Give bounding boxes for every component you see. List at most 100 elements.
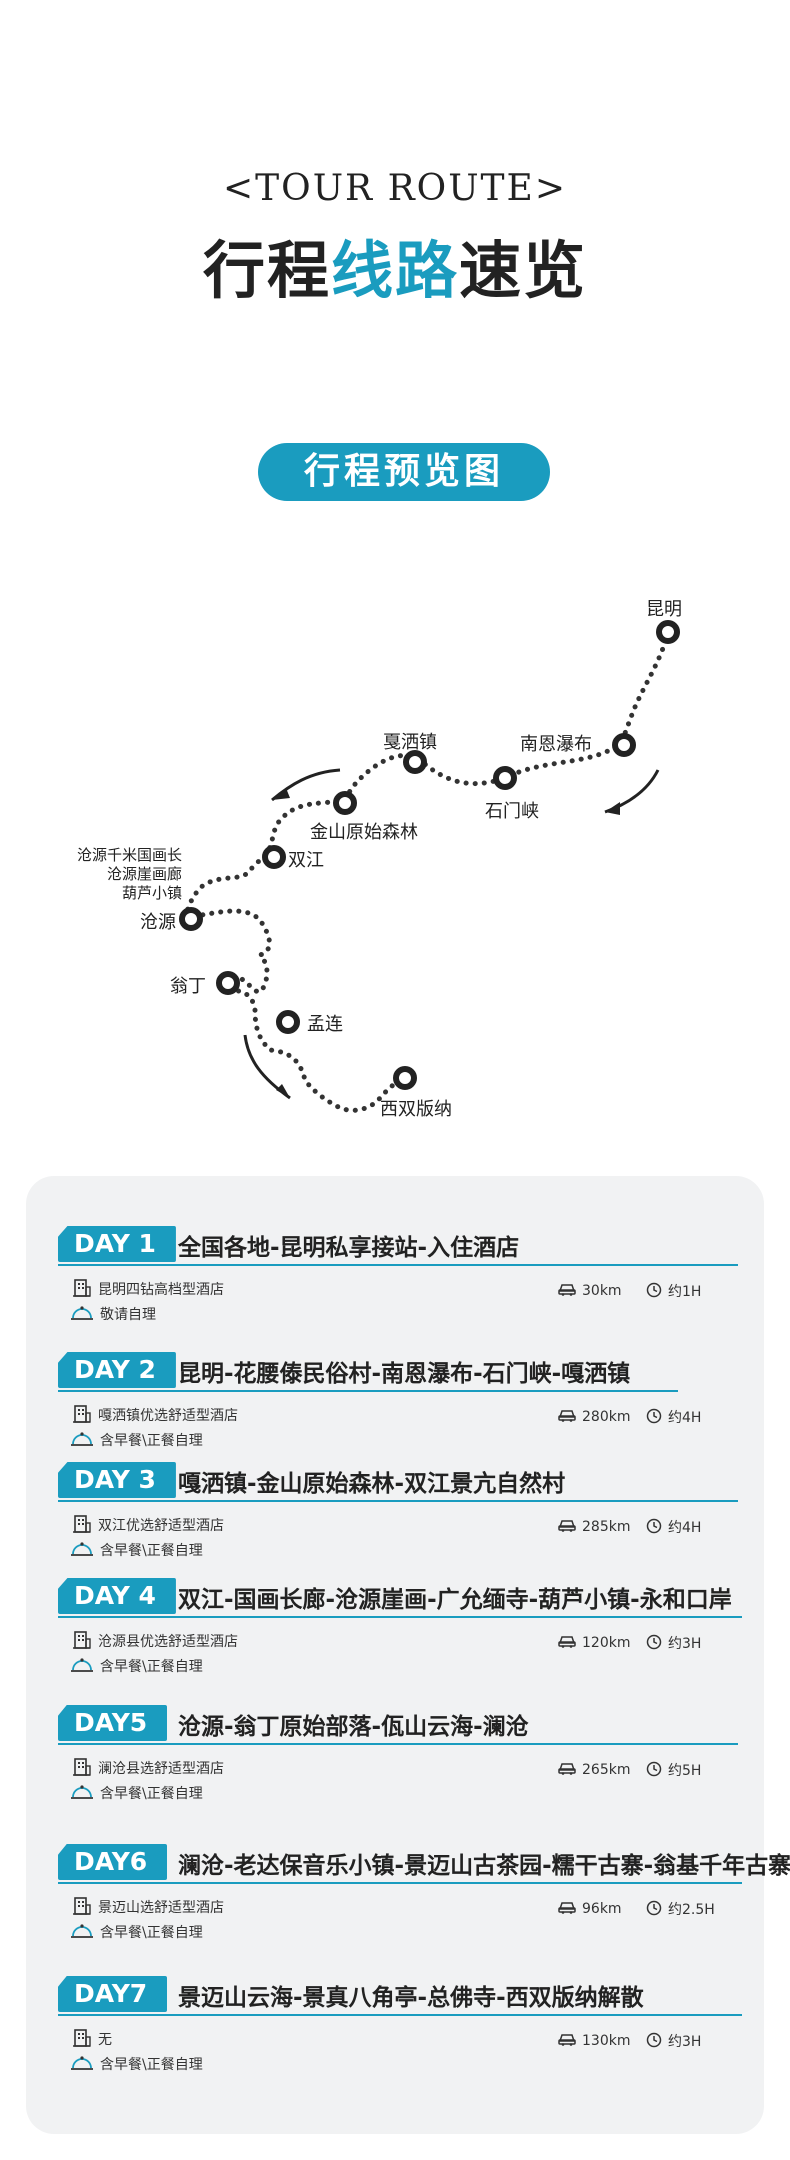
meal-icon — [70, 2054, 94, 2076]
route-map — [179, 620, 680, 1113]
clock-icon — [646, 1518, 662, 1538]
clock-icon — [646, 1900, 662, 1920]
day-title: 双江-国画长廊-沧源崖画-广允缅寺-葫芦小镇-永和口岸 — [178, 1587, 732, 1613]
meal-text: 含早餐\正餐自理 — [100, 1786, 203, 1802]
distance-text: 285km — [582, 1519, 631, 1535]
arrow-head-top-left — [272, 788, 290, 800]
hotel-info: 昆明四钻高档型酒店 — [72, 1278, 224, 1302]
duration-info: 约4H — [646, 1407, 701, 1428]
map-label-wengding: 翁丁 — [170, 976, 206, 997]
duration-info: 约4H — [646, 1517, 701, 1538]
day-title: 澜沧-老达保音乐小镇-景迈山古茶园-糯干古寨-翁基千年古寨 — [178, 1853, 790, 1879]
map-label-jinshan: 金山原始森林 — [310, 822, 418, 843]
day-tag: DAY 1 — [58, 1226, 176, 1262]
map-label-cangyuan: 沧源 — [140, 912, 176, 933]
clock-icon — [646, 1761, 662, 1781]
distance-info: 280km — [558, 1408, 630, 1426]
hotel-icon — [72, 1278, 92, 1302]
car-icon — [558, 1761, 576, 1779]
car-icon — [558, 1518, 576, 1536]
hotel-icon — [72, 1404, 92, 1428]
cangyuan-note-2: 沧源崖画廊 — [106, 865, 182, 883]
distance-info: 120km — [558, 1634, 630, 1652]
duration-text: 约4H — [668, 1520, 702, 1536]
duration-text: 约2.5H — [668, 1902, 715, 1918]
map-label-shuangjiang: 双江 — [288, 850, 324, 871]
stop-menglian — [276, 1010, 300, 1034]
duration-text: 约3H — [668, 2034, 702, 2050]
route-stops — [179, 620, 680, 1090]
day-tag: DAY7 — [58, 1976, 168, 2012]
meal-text: 敬请自理 — [100, 1307, 156, 1323]
clock-icon — [646, 2032, 662, 2052]
duration-info: 约2.5H — [646, 1899, 715, 1920]
day-title: 全国各地-昆明私享接站-入住酒店 — [178, 1235, 520, 1261]
stop-xishuangbanna — [393, 1066, 417, 1090]
day-divider — [58, 1264, 738, 1266]
duration-text: 约3H — [668, 1636, 702, 1652]
hotel-text: 嘎洒镇优选舒适型酒店 — [98, 1408, 238, 1424]
hotel-icon — [72, 2028, 92, 2052]
day-title: 景迈山云海-景真八角亭-总佛寺-西双版纳解散 — [178, 1985, 644, 2011]
arrow-head-right — [605, 802, 620, 815]
meal-icon — [70, 1656, 94, 1678]
day-row-6: DAY6 澜沧-老达保音乐小镇-景迈山古茶园-糯干古寨-翁基千年古寨景迈山选舒适型… — [58, 1844, 790, 1954]
hotel-text: 澜沧县选舒适型酒店 — [98, 1761, 224, 1777]
distance-info: 285km — [558, 1518, 630, 1536]
arrow-curve-right — [604, 769, 660, 814]
page-title: 行程线路速览 — [0, 220, 790, 310]
map-label-xishuangbanna: 西双版纳 — [380, 1099, 452, 1120]
day-tag: DAY 3 — [58, 1462, 176, 1498]
hotel-icon — [72, 1514, 92, 1538]
car-icon — [558, 2032, 576, 2050]
day-row-7: DAY7 景迈山云海-景真八角亭-总佛寺-西双版纳解散无含早餐\正餐自理 130km… — [58, 1976, 742, 2086]
meal-text: 含早餐\正餐自理 — [100, 1433, 203, 1449]
meal-info: 含早餐\正餐自理 — [70, 1922, 203, 1944]
day-divider — [58, 1500, 738, 1502]
section-pill: 行程预览图 — [258, 443, 550, 501]
meal-icon — [70, 1430, 94, 1452]
title-part1: 行程 — [202, 234, 331, 307]
stop-shuangjiang — [262, 845, 286, 869]
title-part2: 速览 — [459, 234, 588, 307]
stop-gasazhen — [403, 750, 427, 774]
distance-text: 265km — [582, 1762, 631, 1778]
stop-wengding — [216, 971, 240, 995]
distance-text: 280km — [582, 1409, 631, 1425]
meal-icon — [70, 1922, 94, 1944]
distance-text: 30km — [582, 1283, 622, 1299]
hotel-info: 无 — [72, 2028, 112, 2052]
meal-text: 含早餐\正餐自理 — [100, 1925, 203, 1941]
duration-info: 约3H — [646, 1633, 701, 1654]
day-divider — [58, 1743, 738, 1745]
stop-shimenxia — [493, 766, 517, 790]
hotel-icon — [72, 1630, 92, 1654]
duration-info: 约1H — [646, 1281, 701, 1302]
day-divider — [58, 1882, 742, 1884]
meal-icon — [70, 1540, 94, 1562]
distance-info: 30km — [558, 1282, 622, 1300]
hotel-info: 景迈山选舒适型酒店 — [72, 1896, 224, 1920]
map-label-gasazhen: 戛洒镇 — [383, 732, 437, 753]
meal-info: 含早餐\正餐自理 — [70, 1430, 203, 1452]
day-tag: DAY6 — [58, 1844, 168, 1880]
header-subtitle: <TOUR ROUTE> — [223, 168, 567, 209]
hotel-icon — [72, 1896, 92, 1920]
route-arrows — [243, 768, 660, 1100]
distance-info: 130km — [558, 2032, 630, 2050]
hotel-text: 双江优选舒适型酒店 — [98, 1518, 224, 1534]
day-tag: DAY5 — [58, 1705, 168, 1741]
car-icon — [558, 1282, 576, 1300]
meal-info: 含早餐\正餐自理 — [70, 1540, 203, 1562]
day-divider — [58, 2014, 742, 2016]
map-label-menglian: 孟连 — [307, 1014, 343, 1035]
meal-info: 含早餐\正餐自理 — [70, 2054, 203, 2076]
meal-info: 敬请自理 — [70, 1304, 156, 1326]
hotel-info: 双江优选舒适型酒店 — [72, 1514, 224, 1538]
duration-info: 约3H — [646, 2031, 701, 2052]
itinerary-panel — [26, 1176, 764, 2134]
